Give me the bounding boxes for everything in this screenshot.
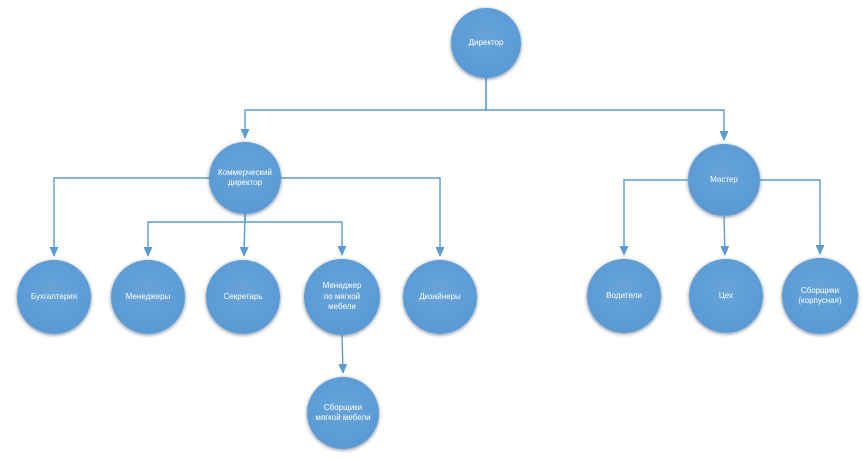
org-node-drivers: Водители [587,259,661,333]
org-node-secretary: Секретарь [206,260,280,334]
connector-master--workshop [720,215,730,256]
edges-group [49,78,825,374]
org-node-label-drivers: Водители [606,290,642,300]
connector-commercial-director--soft-furniture-manager [244,214,347,256]
org-node-soft-furniture-manager: Менеджер по мягкой мебели [304,259,380,335]
org-node-label-director: Директор [468,37,504,47]
org-node-workshop: Цех [689,259,763,333]
org-node-label-workshop: Цех [718,290,734,300]
org-node-label-designers: Дизайнеры [419,291,461,301]
org-node-label-case-assemblers: Сборщики (корпусная) [798,285,842,305]
org-node-master: Мастер [688,144,760,216]
connector-commercial-director--designers [245,177,445,257]
connector-commercial-director--accounting [49,177,245,257]
org-node-label-secretary: Секретарь [223,291,263,301]
org-node-label-accounting: Бухгалтерия [30,291,78,301]
org-node-soft-furniture-assemblers: Сборщики мягкой мебели [307,377,379,449]
connector-soft-furniture-manager--soft-furniture-assemblers [338,334,348,374]
org-node-label-managers: Менеджеры [125,291,171,301]
org-node-commercial-director: Коммерческий директор [209,142,281,214]
org-node-managers: Менеджеры [111,260,185,334]
org-node-label-soft-furniture-assemblers: Сборщики мягкой мебели [315,402,371,422]
org-node-label-master: Мастер [710,174,738,184]
connector-director--commercial-director [240,78,487,139]
org-node-case-assemblers: Сборщики (корпусная) [782,258,858,334]
connector-director--master [485,78,729,141]
connector-commercial-director--managers [143,214,246,257]
org-node-accounting: Бухгалтерия [17,260,91,334]
org-node-label-commercial-director: Коммерческий директор [218,167,272,187]
org-node-label-soft-furniture-manager: Менеджер по мягкой мебели [322,281,362,312]
org-node-designers: Дизайнеры [403,260,477,334]
org-node-director: Директор [451,8,521,78]
